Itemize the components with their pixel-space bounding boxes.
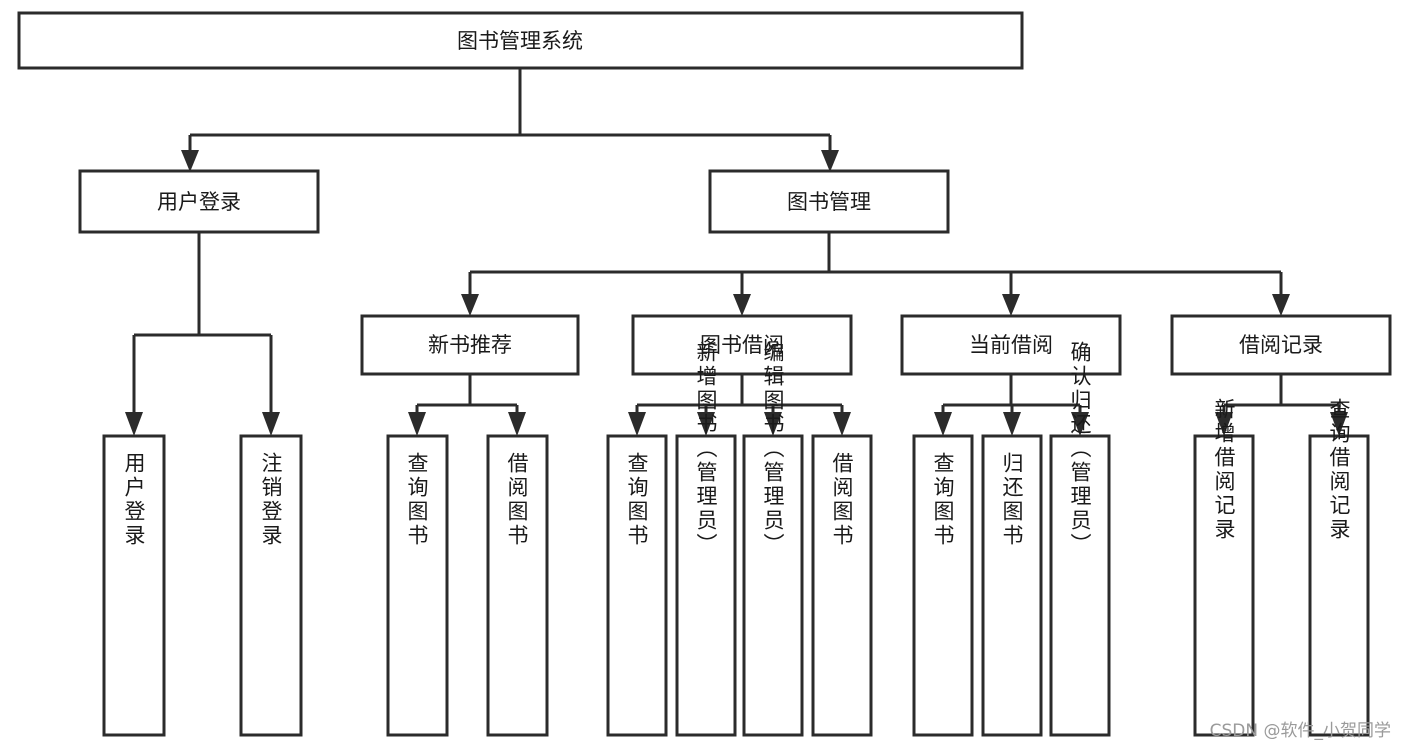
- borrow-record-label: 借阅记录: [1239, 333, 1323, 357]
- borrow-record-box[interactable]: [1170, 314, 1392, 376]
- leaf-node[interactable]: 借阅图书: [486, 434, 549, 737]
- node-current-borrow[interactable]: 当前借阅: [900, 314, 1122, 376]
- leaf-node[interactable]: 借阅图书: [811, 434, 873, 737]
- leaf-box[interactable]: [102, 434, 166, 737]
- arrow-to-leaf: [125, 412, 143, 436]
- connector-new-book-to-leaves: [408, 374, 526, 436]
- leaf-label: 归还图书: [1000, 452, 1024, 548]
- leaf-node[interactable]: 注销登录: [239, 434, 303, 737]
- leaf-label: 借阅图书: [830, 452, 854, 548]
- connector-book-borrow-to-leaves: [628, 374, 851, 436]
- leaf-box[interactable]: [486, 434, 549, 737]
- leaf-node[interactable]: 编辑图书（管理员）: [742, 341, 804, 737]
- connector-borrow-record-to-leaves: [1215, 374, 1348, 436]
- arrow-to-current-borrow: [1002, 294, 1020, 316]
- leaf-label: 借阅图书: [505, 452, 529, 548]
- leaf-box[interactable]: [981, 434, 1043, 737]
- arrow-to-leaf: [1003, 412, 1021, 436]
- book-borrow-label: 图书借阅: [700, 333, 784, 357]
- node-book-manage[interactable]: 图书管理: [708, 169, 950, 234]
- arrow-to-leaf: [1071, 412, 1089, 436]
- leaf-label: 编辑图书（管理员）: [761, 341, 785, 557]
- connector-user-login-to-leaves: [125, 232, 280, 436]
- node-new-book-recommend[interactable]: 新书推荐: [360, 314, 580, 376]
- leaf-node[interactable]: 查询图书: [606, 434, 668, 737]
- leaf-node[interactable]: 确认归还（管理员）: [1049, 341, 1111, 737]
- arrow-to-user-login: [181, 150, 199, 172]
- leaf-node[interactable]: 查询图书: [912, 434, 974, 737]
- arrow-to-leaf: [408, 412, 426, 436]
- new-book-recommend-label: 新书推荐: [428, 333, 512, 357]
- arrow-to-borrow-record: [1272, 294, 1290, 316]
- book-manage-box[interactable]: [708, 169, 950, 234]
- arrow-to-leaf: [262, 412, 280, 436]
- leaf-node[interactable]: 新增图书（管理员）: [675, 341, 737, 737]
- leaf-label: 查询借阅记录: [1327, 398, 1351, 542]
- current-borrow-label: 当前借阅: [969, 333, 1053, 357]
- leaf-box[interactable]: [606, 434, 668, 737]
- leaf-box[interactable]: [1308, 434, 1370, 737]
- leaf-box[interactable]: [742, 434, 804, 737]
- leaf-box[interactable]: [239, 434, 303, 737]
- leaf-label: 确认归还（管理员）: [1068, 341, 1092, 557]
- leaf-box[interactable]: [1193, 434, 1255, 737]
- leaf-label: 注销登录: [259, 452, 283, 548]
- root-label: 图书管理系统: [457, 29, 583, 53]
- leaf-node[interactable]: 新增借阅记录: [1193, 398, 1255, 737]
- leaf-node[interactable]: 归还图书: [981, 434, 1043, 737]
- leaf-node[interactable]: 用户登录: [102, 434, 166, 737]
- arrow-to-leaf: [833, 412, 851, 436]
- leaf-node[interactable]: 查询图书: [386, 434, 449, 737]
- connector-book-manage-to-level3: [461, 232, 1290, 316]
- leaf-box[interactable]: [912, 434, 974, 737]
- current-borrow-box[interactable]: [900, 314, 1122, 376]
- arrow-to-leaf: [508, 412, 526, 436]
- book-manage-label: 图书管理: [787, 190, 871, 214]
- user-login-label: 用户登录: [157, 190, 241, 214]
- node-root-system[interactable]: 图书管理系统: [17, 11, 1024, 70]
- arrow-to-leaf: [628, 412, 646, 436]
- new-book-recommend-box[interactable]: [360, 314, 580, 376]
- node-book-borrow[interactable]: 图书借阅: [631, 314, 853, 376]
- arrow-to-leaf: [697, 412, 715, 436]
- leaf-label: 新增借阅记录: [1212, 398, 1236, 542]
- leaf-label: 新增图书（管理员）: [694, 341, 718, 557]
- leaf-label: 用户登录: [122, 452, 146, 548]
- arrow-to-leaf: [764, 412, 782, 436]
- connector-current-borrow-to-leaves: [934, 374, 1089, 436]
- leaf-label: 查询图书: [625, 452, 649, 548]
- node-user-login[interactable]: 用户登录: [78, 169, 320, 234]
- node-borrow-record[interactable]: 借阅记录: [1170, 314, 1392, 376]
- arrow-to-book-manage: [821, 150, 839, 172]
- leaf-box[interactable]: [1049, 434, 1111, 737]
- book-borrow-box[interactable]: [631, 314, 853, 376]
- arrow-to-leaf: [934, 412, 952, 436]
- leaf-box[interactable]: [386, 434, 449, 737]
- root-box[interactable]: [17, 11, 1024, 70]
- arrow-to-new-book: [461, 294, 479, 316]
- user-login-box[interactable]: [78, 169, 320, 234]
- arrow-to-leaf: [1215, 412, 1233, 436]
- leaf-box[interactable]: [675, 434, 737, 737]
- leaf-label: 查询图书: [931, 452, 955, 548]
- arrow-to-book-borrow: [733, 294, 751, 316]
- arrow-to-leaf: [1330, 412, 1348, 436]
- connector-root-to-level2: [181, 68, 839, 172]
- leaf-box[interactable]: [811, 434, 873, 737]
- leaf-node[interactable]: 查询借阅记录: [1308, 398, 1370, 737]
- leaf-label: 查询图书: [405, 452, 429, 548]
